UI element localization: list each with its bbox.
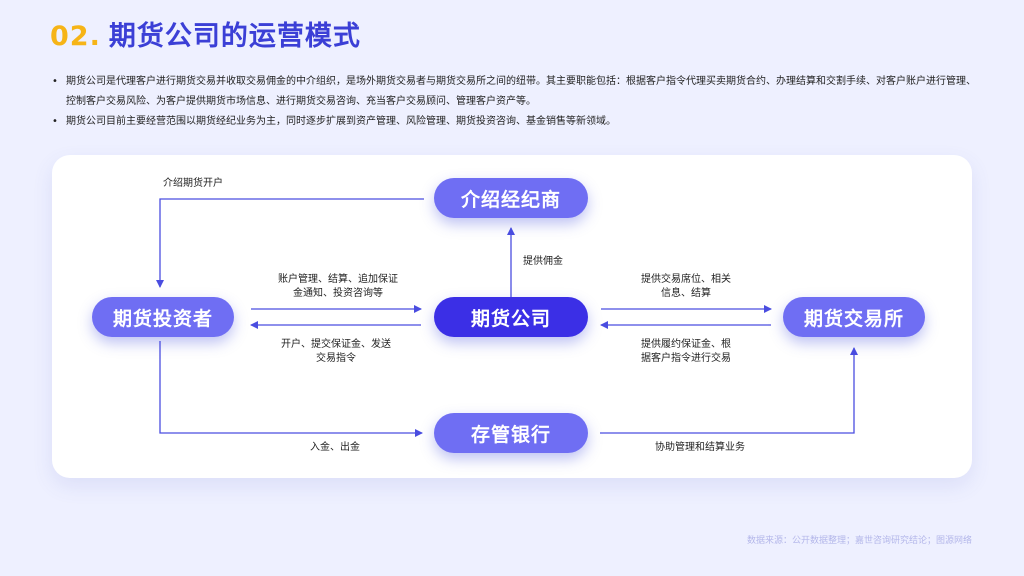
- bullet-dot: •: [52, 116, 58, 127]
- label-line: 金通知、投资咨询等: [293, 288, 383, 299]
- label-line: 据客户指令进行交易: [641, 353, 731, 364]
- bullet-item: • 期货公司目前主要经营范围以期货经纪业务为主，同时逐步扩展到资产管理、风险管理…: [50, 112, 980, 132]
- label-bank-service: 协助管理和结算业务: [655, 442, 745, 453]
- label-to-company: 账户管理、结算、追加保证 金通知、投资咨询等: [258, 273, 418, 301]
- label-deposit: 入金、出金: [310, 442, 360, 453]
- data-source-note: 数据来源：公开数据整理；嘉世咨询研究结论；图源网络: [746, 536, 972, 546]
- section-number: 02.: [50, 21, 101, 52]
- connector-introducer-investor: [156, 198, 424, 288]
- label-line: 开户、提交保证金、发送: [281, 339, 391, 350]
- label-from-exchange: 提供交易席位、相关 信息、结算: [606, 273, 766, 301]
- node-investor: 期货投资者: [92, 297, 234, 337]
- bullet-dot: •: [52, 76, 58, 87]
- intro-bullets: • 期货公司是代理客户进行期货交易并收取交易佣金的中介组织，是场外期货交易者与期…: [50, 72, 980, 132]
- node-exchange: 期货交易所: [783, 297, 925, 337]
- node-bank: 存管银行: [434, 413, 588, 453]
- connector-bank-exchange: [600, 347, 858, 434]
- label-line: 信息、结算: [661, 288, 711, 299]
- label-to-investor: 开户、提交保证金、发送 交易指令: [256, 338, 416, 366]
- node-company: 期货公司: [434, 297, 588, 337]
- label-line: 账户管理、结算、追加保证: [278, 274, 398, 285]
- label-open-account: 介绍期货开户: [163, 178, 223, 189]
- node-introducer: 介绍经纪商: [434, 178, 588, 218]
- bullet-text: 期货公司目前主要经营范围以期货经纪业务为主，同时逐步扩展到资产管理、风险管理、期…: [66, 116, 616, 127]
- bullet-text: 期货公司是代理客户进行期货交易并收取交易佣金的中介组织，是场外期货交易者与期货交…: [66, 76, 976, 107]
- label-to-exchange: 提供履约保证金、根 据客户指令进行交易: [606, 338, 766, 366]
- page-title: 02.期货公司的运营模式: [50, 14, 361, 53]
- label-line: 提供履约保证金、根: [641, 339, 731, 350]
- label-line: 交易指令: [316, 353, 356, 364]
- connector-investor-bank: [159, 341, 423, 437]
- bullet-item: • 期货公司是代理客户进行期货交易并收取交易佣金的中介组织，是场外期货交易者与期…: [50, 72, 980, 112]
- label-line: 提供交易席位、相关: [641, 274, 731, 285]
- label-commission: 提供佣金: [523, 256, 563, 267]
- section-title: 期货公司的运营模式: [108, 21, 361, 52]
